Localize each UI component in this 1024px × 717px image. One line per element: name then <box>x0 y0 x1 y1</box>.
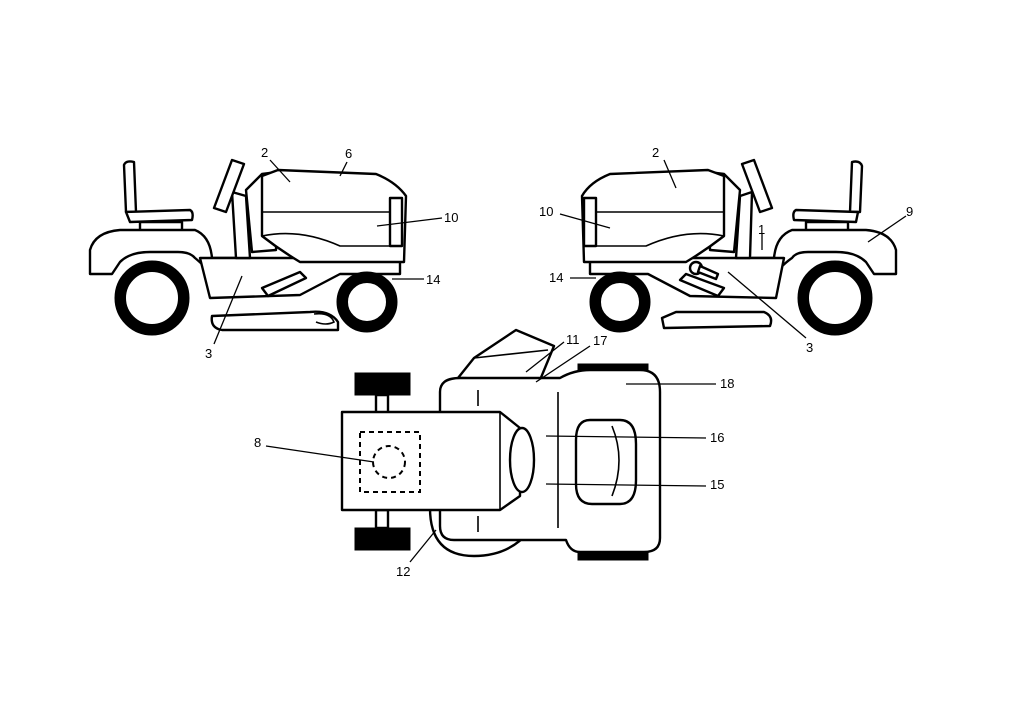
hood <box>260 168 408 264</box>
front-tire-top <box>354 372 411 396</box>
leader-10-left <box>376 217 443 227</box>
callout-6: 6 <box>345 146 352 161</box>
leader-8 <box>265 445 375 463</box>
callout-9: 9 <box>906 204 913 219</box>
tractor-right-side-view: 2 10 14 1 9 3 <box>539 145 913 355</box>
callout-2-left: 2 <box>261 145 268 160</box>
rear-wheel-hub <box>124 270 180 326</box>
callout-18: 18 <box>720 376 734 391</box>
mower-deck <box>210 310 340 332</box>
rear-wheel-hub <box>807 270 863 326</box>
steering-wheel <box>212 158 246 214</box>
axle-top <box>374 393 390 415</box>
leader-3-left <box>213 275 243 345</box>
callout-17: 17 <box>593 333 607 348</box>
leader-6 <box>339 161 348 177</box>
leader-11 <box>525 341 565 373</box>
pedal <box>678 272 726 298</box>
leader-3-right <box>727 271 807 339</box>
steering-wheel <box>740 158 774 214</box>
callout-14-right: 14 <box>549 270 563 285</box>
leader-2-left <box>269 159 291 183</box>
seat-cushion <box>792 208 860 224</box>
leader-2-right <box>663 159 677 189</box>
leader-9 <box>867 215 907 243</box>
headlight <box>388 196 404 248</box>
seat-cushion <box>124 208 194 224</box>
callout-3-right: 3 <box>806 340 813 355</box>
callout-11: 11 <box>566 332 580 347</box>
leader-10-right <box>559 213 611 229</box>
seat-back <box>122 160 138 214</box>
steering-column <box>734 190 754 260</box>
seat-top-contour <box>611 425 620 497</box>
engine-outline <box>359 431 421 493</box>
callout-10-left: 10 <box>444 210 458 225</box>
axle-bottom <box>374 508 390 530</box>
callout-3-left: 3 <box>205 346 212 361</box>
rear-fender <box>750 228 898 276</box>
hood-curve <box>261 232 402 247</box>
pedal <box>260 270 308 298</box>
seat-top <box>574 418 638 506</box>
seat-back <box>848 160 864 214</box>
hood-curve <box>586 232 725 247</box>
deck-chute <box>313 312 336 325</box>
front-wheel-hub <box>599 281 641 323</box>
leader-12 <box>409 529 437 563</box>
callout-10-right: 10 <box>539 204 553 219</box>
mower-deck <box>660 310 773 330</box>
steering-wheel-top <box>508 426 536 494</box>
lift-lever <box>696 264 720 281</box>
tractor-left-side-view: 2 6 10 14 3 <box>88 145 458 361</box>
leader-17 <box>535 345 591 383</box>
leader-15 <box>545 483 707 487</box>
tractor-top-view: 11 17 18 16 15 8 12 <box>254 328 734 579</box>
chute-edge <box>473 349 549 359</box>
leader-16 <box>545 435 707 439</box>
callout-15: 15 <box>710 477 724 492</box>
front-tire-bottom <box>354 527 411 551</box>
callout-2-right: 2 <box>652 145 659 160</box>
steering-column <box>230 190 252 260</box>
front-wheel-hub <box>346 281 388 323</box>
callout-14-left: 14 <box>426 272 440 287</box>
hood <box>580 168 726 264</box>
callout-12: 12 <box>396 564 410 579</box>
callout-16: 16 <box>710 430 724 445</box>
callout-1: 1 <box>758 222 765 237</box>
callout-8: 8 <box>254 435 261 450</box>
